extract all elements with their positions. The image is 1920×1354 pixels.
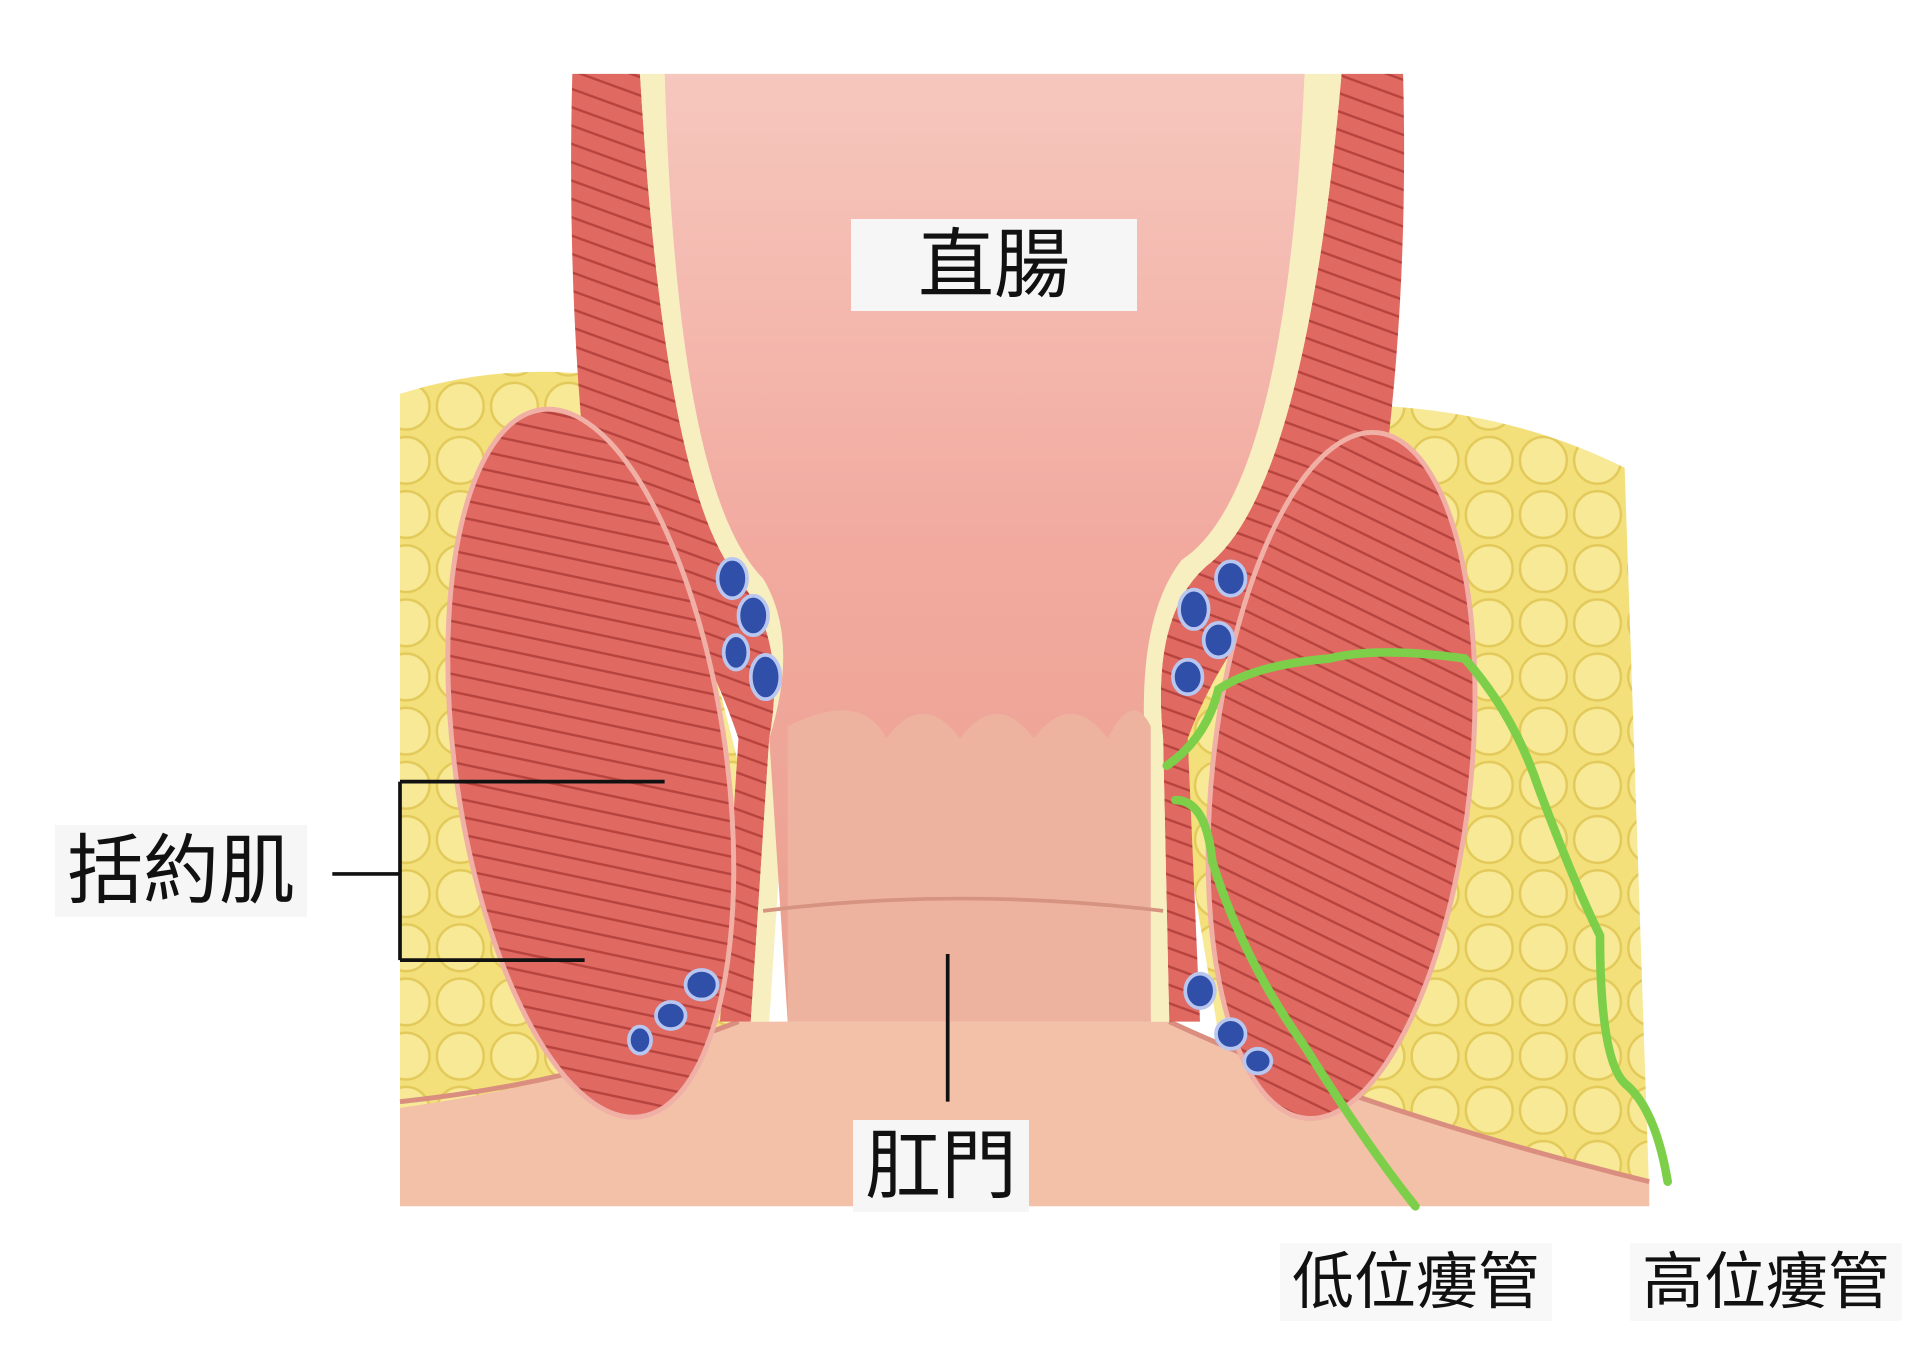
sphincter-muscle-right <box>1205 429 1478 1121</box>
anal-canal <box>787 710 1151 1022</box>
label-high-fistula: 高位瘻管 <box>1630 1243 1903 1321</box>
low-fistula-line <box>1171 795 1420 1211</box>
sphincter-bracket <box>332 779 665 962</box>
label-anus: 肛門 <box>853 1120 1029 1212</box>
vessels-left <box>627 556 783 1056</box>
vessels-right <box>1171 559 1274 1076</box>
label-low-fistula: 低位瘻管 <box>1280 1243 1553 1321</box>
label-sphincter: 括約肌 <box>55 825 307 917</box>
high-fistula-line <box>1162 648 1673 1186</box>
skin <box>400 1021 1650 1207</box>
label-rectum: 直腸 <box>851 219 1137 311</box>
